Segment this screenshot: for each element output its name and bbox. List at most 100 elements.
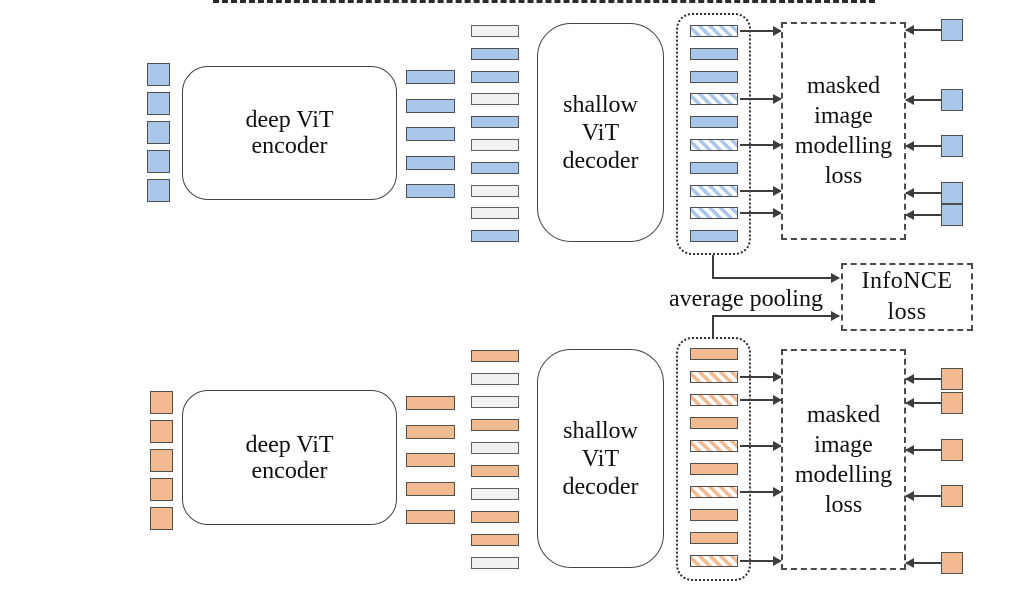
bottom-decoder-output-tokens-7 [690, 486, 738, 498]
top-mim-target-arrow-1 [905, 25, 941, 35]
bottom-decoder-input-tokens [471, 350, 519, 569]
top-target-tokens-5 [941, 204, 963, 226]
bottom-mim-target-arrow-2 [905, 398, 941, 408]
top-decoded-tokens-container [676, 13, 751, 255]
bottom-decoder-label-line1: shallow [563, 417, 638, 444]
top-shallow-vit-decoder-box: shallow ViT decoder [537, 23, 664, 242]
top-decoder-output-tokens-7 [690, 161, 738, 174]
top-mim-pred-arrow-4 [740, 186, 782, 196]
bottom-input-tokens-4 [150, 478, 173, 501]
top-decoder-output-tokens-8 [690, 184, 738, 197]
top-encoder-output-tokens-2 [406, 98, 455, 113]
bottom-masked-image-modelling-loss-box: masked image modelling loss [781, 349, 906, 570]
top-mim-label-line2: image [814, 103, 873, 129]
top-decoder-output-tokens-5 [690, 116, 738, 129]
top-decoder-input-tokens-2 [471, 47, 519, 60]
top-decoder-input-tokens-1 [471, 25, 519, 37]
bottom-decoder-label-line2: ViT [581, 445, 620, 472]
top-input-tokens-1 [147, 63, 170, 86]
bottom-input-tokens-1 [150, 391, 173, 414]
bottom-mim-pred-arrow-5 [740, 556, 782, 566]
top-decoder-input-tokens-10 [471, 230, 519, 243]
top-decoder-input-tokens-9 [471, 207, 519, 220]
top-encoder-output-tokens [406, 70, 455, 198]
top-decoder-output-tokens-4 [690, 93, 738, 106]
top-decoder-input-tokens [471, 25, 519, 243]
top-input-tokens-5 [147, 179, 170, 202]
bottom-decoder-input-tokens-1 [471, 350, 519, 362]
infonce-loss-box: InfoNCE loss [841, 263, 973, 331]
bottom-decoder-label-line3: decoder [562, 473, 639, 500]
bottom-target-tokens-3 [941, 439, 963, 461]
top-mim-pred-arrow-5 [740, 208, 782, 218]
bottom-encoder-output-tokens [406, 396, 455, 524]
top-pooling-connector-line [712, 255, 714, 278]
bottom-decoder-output-tokens-8 [690, 509, 738, 521]
top-decoder-output-tokens-9 [690, 207, 738, 220]
bottom-encoder-output-tokens-5 [406, 510, 455, 524]
top-decoder-label-line2: ViT [581, 119, 620, 146]
top-decoder-output-tokens-1 [690, 25, 738, 37]
bottom-decoder-input-tokens-2 [471, 373, 519, 385]
bottom-input-tokens-2 [150, 420, 173, 443]
bottom-deep-vit-encoder-box: deep ViT encoder [182, 390, 397, 525]
bottom-input-tokens [150, 391, 173, 530]
bottom-mim-pred-arrow-2 [740, 395, 782, 405]
top-decoder-input-tokens-7 [471, 161, 519, 174]
bottom-encoder-label-line1: deep ViT [245, 431, 334, 458]
top-decoder-label-line3: decoder [562, 147, 639, 174]
top-mim-target-arrow-5 [905, 210, 941, 220]
bottom-decoder-input-tokens-9 [471, 534, 519, 546]
top-encoder-output-tokens-5 [406, 184, 455, 198]
bottom-mim-label-line1: masked [806, 401, 881, 428]
top-decoder-label-line1: shallow [563, 91, 638, 118]
top-mim-label-line4: loss [824, 163, 863, 189]
top-target-tokens-1 [941, 19, 963, 41]
bottom-mim-label-line3: modelling [794, 461, 893, 488]
bottom-decoder-output-tokens-1 [690, 348, 738, 360]
bottom-decoder-output-tokens-2 [690, 371, 738, 383]
top-mim-target-arrow-4 [905, 188, 941, 198]
infonce-label-line2: loss [887, 299, 927, 325]
top-input-tokens-3 [147, 121, 170, 144]
top-deep-vit-encoder-box: deep ViT encoder [182, 66, 397, 200]
bottom-encoder-output-tokens-4 [406, 481, 455, 496]
top-encoder-output-tokens-4 [406, 155, 455, 170]
top-decoder-output-tokens [690, 25, 738, 243]
top-mim-pred-arrow-2 [740, 94, 782, 104]
bottom-target-tokens-2 [941, 392, 963, 414]
top-decoder-input-tokens-3 [471, 70, 519, 83]
top-masked-image-modelling-loss-box: masked image modelling loss [781, 22, 906, 240]
bottom-infonce-arrow [712, 311, 840, 321]
bottom-mim-target-arrow-1 [905, 374, 941, 384]
bottom-decoder-output-tokens [690, 348, 738, 567]
top-input-tokens-2 [147, 92, 170, 115]
bottom-mim-pred-arrow-4 [740, 487, 782, 497]
bottom-decoder-output-tokens-6 [690, 463, 738, 475]
top-decoder-input-tokens-6 [471, 138, 519, 151]
top-decoder-output-tokens-2 [690, 47, 738, 60]
top-mim-pred-arrow-3 [740, 140, 782, 150]
top-mim-label-line3: modelling [794, 133, 893, 159]
bottom-input-tokens-5 [150, 507, 173, 530]
average-pooling-label: average pooling [669, 286, 823, 312]
top-encoder-output-tokens-3 [406, 127, 455, 141]
bottom-input-tokens-3 [150, 449, 173, 472]
top-dashed-divider-line [213, 0, 875, 3]
bottom-mim-target-arrow-3 [905, 445, 941, 455]
bottom-decoder-output-tokens-4 [690, 417, 738, 429]
bottom-mim-target-arrow-5 [905, 558, 941, 568]
bottom-decoder-output-tokens-5 [690, 440, 738, 452]
bottom-decoder-input-tokens-5 [471, 442, 519, 454]
top-mim-target-arrow-2 [905, 95, 941, 105]
top-infonce-arrow [712, 273, 840, 283]
top-target-tokens-3 [941, 135, 963, 157]
bottom-encoder-output-tokens-1 [406, 396, 455, 410]
bottom-mim-label-line2: image [814, 431, 873, 458]
top-decoder-input-tokens-8 [471, 184, 519, 197]
bottom-decoder-input-tokens-6 [471, 465, 519, 477]
top-encoder-label-line1: deep ViT [245, 107, 334, 133]
top-decoder-input-tokens-5 [471, 116, 519, 129]
bottom-decoder-output-tokens-3 [690, 394, 738, 406]
